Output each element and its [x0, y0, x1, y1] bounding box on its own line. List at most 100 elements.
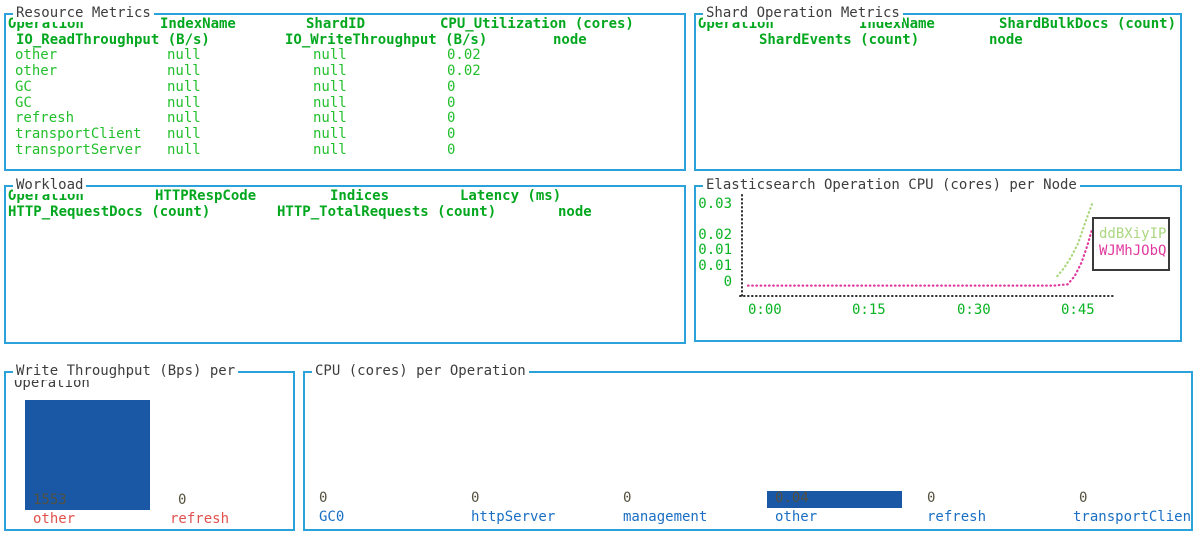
category-label: refresh — [927, 509, 987, 525]
y-tick-label: 0.01 — [698, 258, 732, 274]
table-header-row: HTTP_RequestDocs (count) HTTP_TotalReque… — [8, 205, 684, 221]
y-tick-label: 0.01 — [698, 242, 732, 258]
panel-title: Write Throughput (Bps) per — [13, 363, 239, 380]
cpu-per-node-line-chart: 0.03 0.02 0.01 0.01 0 0:00 0:15 0:30 0:4… — [698, 194, 1170, 318]
x-tick-label: 0:15 — [852, 302, 886, 318]
write-throughput-bar-chart: 1553 0 — [6, 400, 293, 510]
table-cell: GC — [15, 79, 32, 95]
x-tick-label: 0:45 — [1061, 302, 1095, 318]
category-label: httpServer — [471, 509, 556, 525]
column-header: IndexName — [160, 17, 236, 32]
table-row: transportClient null null 0 — [8, 127, 684, 143]
cpu-per-operation-bar-chart: 0 0 0 0.04 0 0 — [305, 393, 1191, 508]
resource-metrics-table: Operation IndexName ShardID CPU_Utilizat… — [6, 15, 684, 158]
column-header: HTTPRespCode — [155, 189, 257, 204]
column-header: Latency (ms) — [460, 189, 562, 204]
category-label: other — [33, 511, 76, 527]
table-row: other null null 0.02 — [8, 64, 684, 80]
shard-operation-metrics-table: Operation IndexName ShardBulkDocs (count… — [696, 15, 1180, 48]
table-cell: refresh — [15, 111, 75, 127]
table-cell: null — [313, 48, 347, 64]
y-tick-label: 0 — [724, 274, 732, 290]
table-cell: GC — [15, 95, 32, 111]
table-cell: 0 — [447, 126, 456, 142]
bar-slot-gc0: 0 — [311, 393, 446, 508]
category-label: refresh — [170, 511, 230, 527]
y-tick-label: 0.03 — [698, 196, 732, 212]
table-cell: null — [313, 64, 347, 80]
column-header: ShardID — [306, 17, 366, 32]
table-cell: null — [313, 142, 347, 158]
table-header-row: Operation HTTPRespCode Indices Latency (… — [8, 189, 684, 205]
panel-cpu-per-operation-chart: CPU (cores) per Operation 0 0 0 0.04 0 0… — [303, 363, 1193, 531]
table-cell: 0 — [447, 142, 456, 158]
panel-shard-operation-metrics: Shard Operation Metrics Operation IndexN… — [694, 5, 1182, 171]
panel-workload: Workload Operation HTTPRespCode Indices … — [4, 177, 686, 344]
panel-title: Shard Operation Metrics — [703, 5, 903, 22]
panel-title: Elasticsearch Operation CPU (cores) per … — [703, 177, 1080, 194]
table-header-row: IO_ReadThroughput (B/s) IO_WriteThroughp… — [8, 33, 684, 49]
column-header: IO_ReadThroughput (B/s) — [16, 32, 210, 48]
bar-value: 0 — [178, 492, 187, 509]
bar-slot-refresh: 0 — [919, 393, 1054, 508]
bar-value: 0 — [623, 490, 632, 507]
table-cell: 0 — [447, 79, 456, 95]
bar-other — [767, 491, 902, 508]
table-cell: 0 — [447, 111, 456, 127]
panel-resource-metrics: Resource Metrics Operation IndexName Sha… — [4, 5, 686, 171]
column-header: ShardBulkDocs (count) — [999, 17, 1177, 32]
category-label: management — [623, 509, 708, 525]
panel-write-throughput-chart: Write Throughput (Bps) per Operation 155… — [4, 363, 295, 531]
column-header: Indices — [330, 189, 390, 204]
column-header: ShardEvents (count) — [759, 32, 920, 48]
series-line-ddbxiyip — [1056, 201, 1094, 278]
y-tick-label: 0.02 — [698, 227, 732, 243]
table-cell: null — [167, 126, 201, 142]
table-cell: transportClient — [15, 126, 142, 142]
category-label: transportClien — [1073, 509, 1192, 525]
column-header: HTTP_TotalRequests (count) — [277, 204, 497, 220]
workload-table: Operation HTTPRespCode Indices Latency (… — [6, 187, 684, 220]
table-row: GC null null 0 — [8, 80, 684, 96]
table-cell: transportServer — [15, 142, 142, 158]
bar-other — [25, 400, 150, 510]
legend-box — [1092, 217, 1170, 271]
table-cell: 0 — [447, 95, 456, 111]
category-label: GC0 — [319, 509, 345, 525]
bar-value: 0.04 — [775, 490, 809, 507]
table-cell: null — [313, 79, 347, 95]
table-cell: null — [313, 111, 347, 127]
bar-value: 0 — [471, 490, 480, 507]
table-cell: null — [313, 95, 347, 111]
bar-value: 0 — [927, 490, 936, 507]
table-header-row: Operation IndexName ShardID CPU_Utilizat… — [8, 17, 684, 33]
table-cell: 0.02 — [447, 48, 481, 64]
column-header: HTTP_RequestDocs (count) — [8, 204, 211, 220]
column-header: IO_WriteThroughput (B/s) — [285, 32, 488, 48]
column-header: node — [558, 204, 592, 220]
table-cell: null — [167, 79, 201, 95]
table-row: refresh null null 0 — [8, 111, 684, 127]
legend-entry-wjmhjobq: WJMhJObQ — [1099, 243, 1166, 259]
panel-cpu-per-node-chart: Elasticsearch Operation CPU (cores) per … — [694, 177, 1182, 342]
series-line-wjmhjobq — [746, 228, 1094, 287]
x-tick-label: 0:00 — [748, 302, 782, 318]
table-cell: other — [15, 48, 58, 64]
chart-legend: ddBXiyIP WJMhJObQ — [1092, 217, 1170, 271]
table-cell: other — [15, 64, 58, 80]
table-row: other null null 0.02 — [8, 48, 684, 64]
bar-slot-httpserver: 0 — [463, 393, 598, 508]
table-header-row: ShardEvents (count) node — [698, 33, 1180, 49]
x-tick-label: 0:30 — [957, 302, 991, 318]
bar-slot-refresh: 0 — [170, 400, 295, 510]
bar-slot-management: 0 — [615, 393, 750, 508]
table-cell: 0.02 — [447, 64, 481, 80]
table-cell: null — [167, 95, 201, 111]
panel-title: CPU (cores) per Operation — [312, 363, 529, 380]
table-row: transportServer null null 0 — [8, 143, 684, 159]
legend-entry-ddbxiyip: ddBXiyIP — [1099, 226, 1166, 242]
column-header: node — [989, 32, 1023, 48]
table-cell: null — [167, 64, 201, 80]
panel-title: Resource Metrics — [13, 5, 154, 22]
